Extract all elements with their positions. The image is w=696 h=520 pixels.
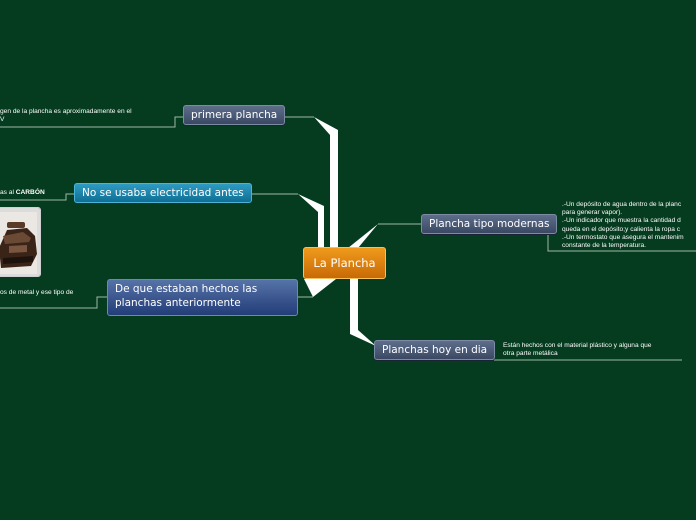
old-iron-image[interactable] bbox=[0, 207, 41, 277]
note-electricidad: as al CARBÓN bbox=[0, 189, 45, 197]
branch-primera bbox=[314, 117, 338, 248]
topic-electricidad-label: No se usaba electricidad antes bbox=[82, 187, 244, 199]
topic-hoy[interactable]: Planchas hoy en dia bbox=[374, 340, 495, 360]
topic-hechos-label: De que estaban hechos las planchas anter… bbox=[115, 283, 257, 309]
branch-electricidad bbox=[298, 194, 324, 252]
topic-modernas-label: Plancha tipo modernas bbox=[429, 218, 549, 230]
note-primera-line2: V bbox=[0, 116, 4, 123]
note-modernas: .-Un depósito de agua dentro de la planc… bbox=[562, 201, 684, 250]
branch-modernas bbox=[348, 224, 378, 248]
note-hoy-line1: Están hechos con el material plástico y … bbox=[503, 342, 651, 349]
note-modernas-line2: para generar vapor). bbox=[562, 209, 622, 216]
note-hechos-text: os de metal y ese tipo de bbox=[0, 289, 73, 296]
branch-hechos bbox=[304, 279, 336, 297]
old-iron-icon bbox=[0, 208, 41, 277]
note-modernas-line1: .-Un depósito de agua dentro de la planc bbox=[562, 201, 681, 208]
central-topic[interactable]: La Plancha bbox=[303, 247, 386, 279]
topic-hoy-label: Planchas hoy en dia bbox=[382, 344, 487, 356]
note-electricidad-bold: CARBÓN bbox=[16, 189, 45, 196]
topic-hechos[interactable]: De que estaban hechos las planchas anter… bbox=[107, 279, 298, 316]
topic-electricidad[interactable]: No se usaba electricidad antes bbox=[74, 183, 252, 203]
central-topic-label: La Plancha bbox=[313, 256, 375, 270]
note-electricidad-prefix: as al bbox=[0, 189, 16, 196]
note-hoy: Están hechos con el material plástico y … bbox=[503, 342, 651, 358]
branch-hoy bbox=[350, 279, 376, 346]
topic-modernas[interactable]: Plancha tipo modernas bbox=[421, 214, 557, 234]
note-modernas-line5: .-Un termostato que asegura el mantenim bbox=[562, 234, 684, 241]
note-primera: gen de la plancha es aproximadamente en … bbox=[0, 108, 132, 124]
topic-primera-plancha-label: primera plancha bbox=[191, 109, 277, 121]
note-modernas-line6: constante de la temperatura. bbox=[562, 242, 646, 249]
line-hechos-note bbox=[0, 297, 107, 308]
topic-primera-plancha[interactable]: primera plancha bbox=[183, 105, 285, 125]
note-hoy-line2: otra parte metálica bbox=[503, 350, 558, 357]
note-hechos: os de metal y ese tipo de bbox=[0, 289, 73, 297]
note-modernas-line4: queda en el depósito;y calienta la ropa … bbox=[562, 226, 680, 233]
note-primera-line1: gen de la plancha es aproximadamente en … bbox=[0, 108, 132, 115]
note-modernas-line3: .-Un indicador que muestra la cantidad d bbox=[562, 217, 681, 224]
